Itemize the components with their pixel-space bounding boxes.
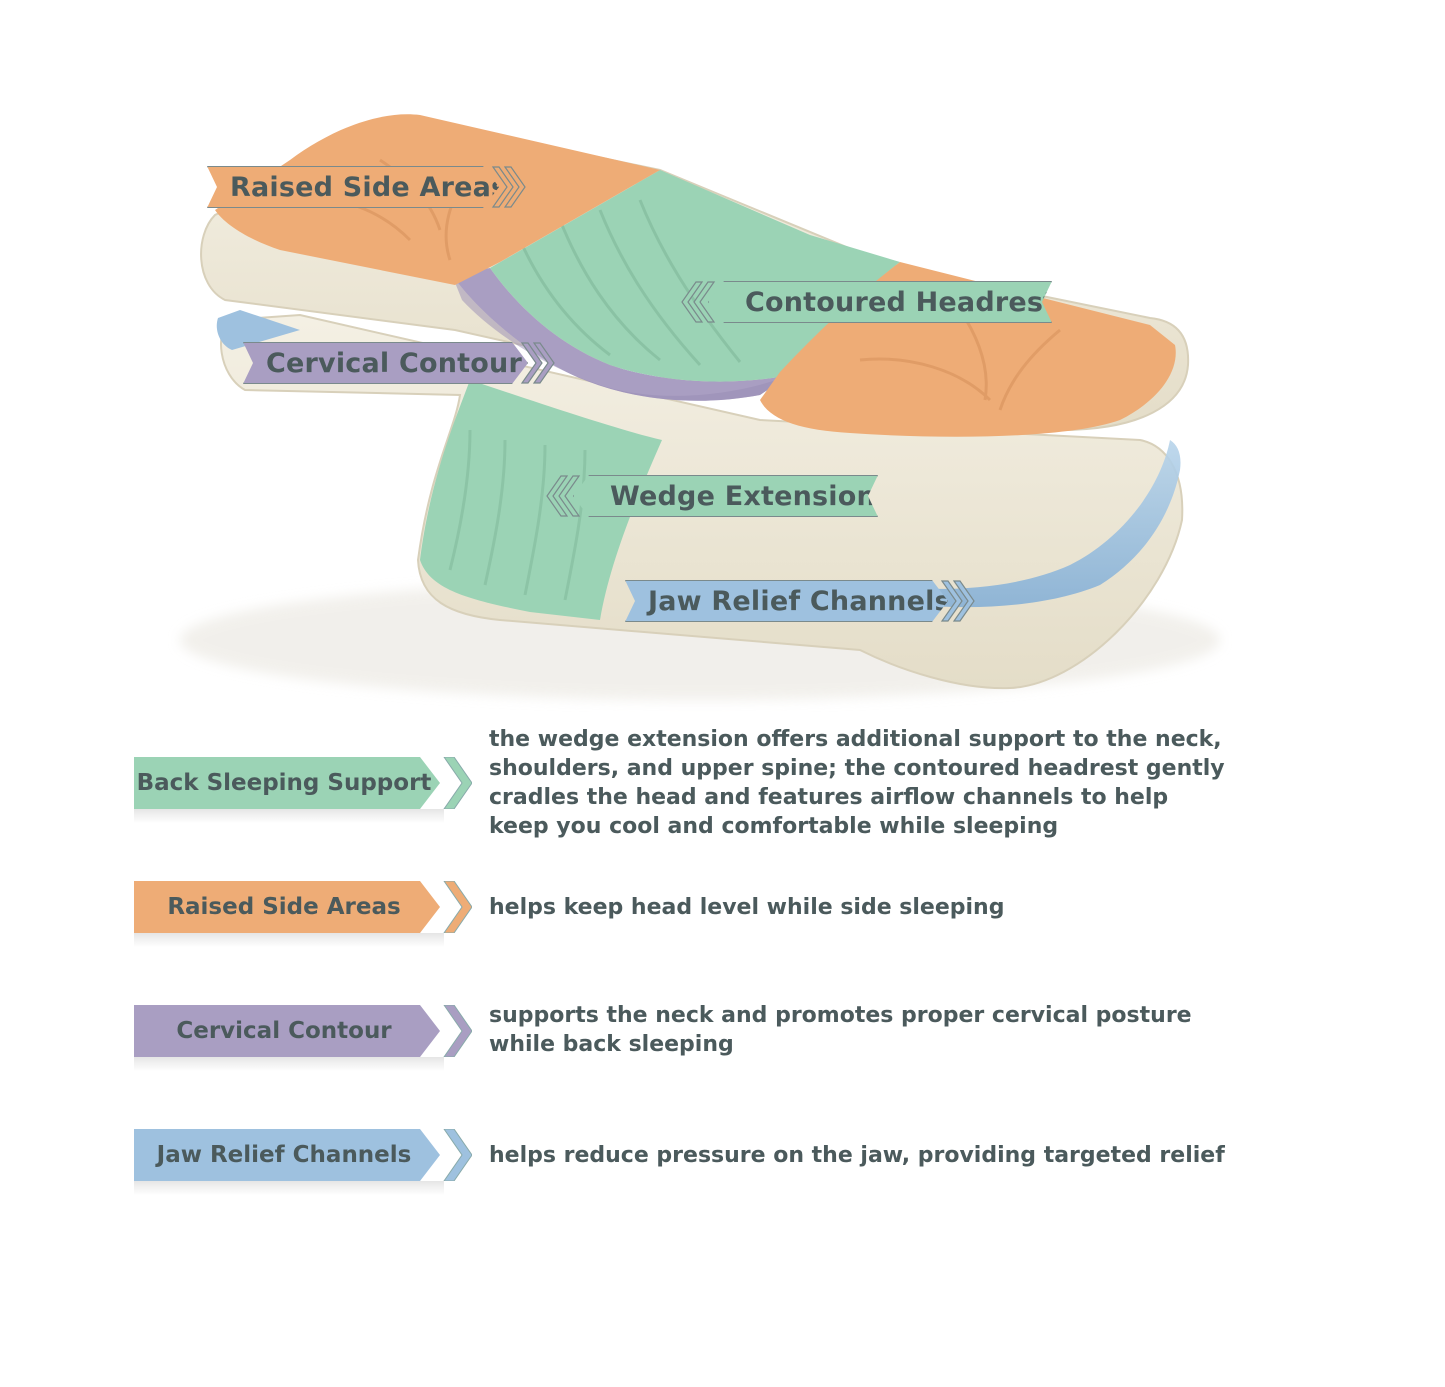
legend-description: the wedge extension offers additional su… — [489, 727, 1225, 839]
jaw-relief-band-left — [216, 310, 300, 350]
legend-shadow — [134, 1057, 444, 1071]
contoured-headrest-shape — [490, 170, 900, 382]
chevron-right-icon — [443, 881, 472, 933]
chevron-right-icon — [520, 342, 555, 384]
pillow-diagram: Raised Side Areas Contoured Headrest Cer… — [180, 114, 1220, 700]
chevron-right-icon — [940, 580, 975, 622]
legend-label: Cervical Contour — [134, 1005, 440, 1057]
callout-label: Contoured Headrest — [708, 281, 1052, 323]
jaw-relief-band — [880, 440, 1181, 608]
legend-description: helps reduce pressure on the jaw, provid… — [489, 1143, 1225, 1168]
chevron-right-icon — [443, 757, 472, 809]
chevron-left-icon — [681, 281, 716, 323]
chevron-right-icon — [443, 1129, 472, 1181]
legend-description: supports the neck and promotes proper ce… — [489, 1003, 1192, 1057]
legend-shadow — [134, 809, 444, 823]
callout-label: Raised Side Areas — [207, 166, 499, 208]
chevron-right-icon — [443, 1005, 472, 1057]
legend-label: Jaw Relief Channels — [134, 1129, 440, 1181]
legend-label: Raised Side Areas — [134, 881, 440, 933]
callout-label: Wedge Extension — [573, 475, 878, 517]
legend-shadow — [134, 1181, 444, 1195]
callout-cervical-contour: Cervical Contour — [243, 342, 556, 384]
legend-label: Back Sleeping Support — [134, 757, 440, 809]
callout-wedge-extension: Wedge Extension — [545, 475, 878, 517]
legend-shadow — [134, 933, 444, 947]
callout-label: Cervical Contour — [243, 342, 528, 384]
callout-jaw-relief-channels: Jaw Relief Channels — [625, 580, 976, 622]
callout-raised-side-areas: Raised Side Areas — [207, 166, 527, 208]
legend-description: helps keep head level while side sleepin… — [489, 895, 1005, 920]
chevron-right-icon — [491, 166, 526, 208]
chevron-left-icon — [546, 475, 581, 517]
callout-label: Jaw Relief Channels — [625, 580, 948, 622]
callout-contoured-headrest: Contoured Headrest — [680, 281, 1052, 323]
